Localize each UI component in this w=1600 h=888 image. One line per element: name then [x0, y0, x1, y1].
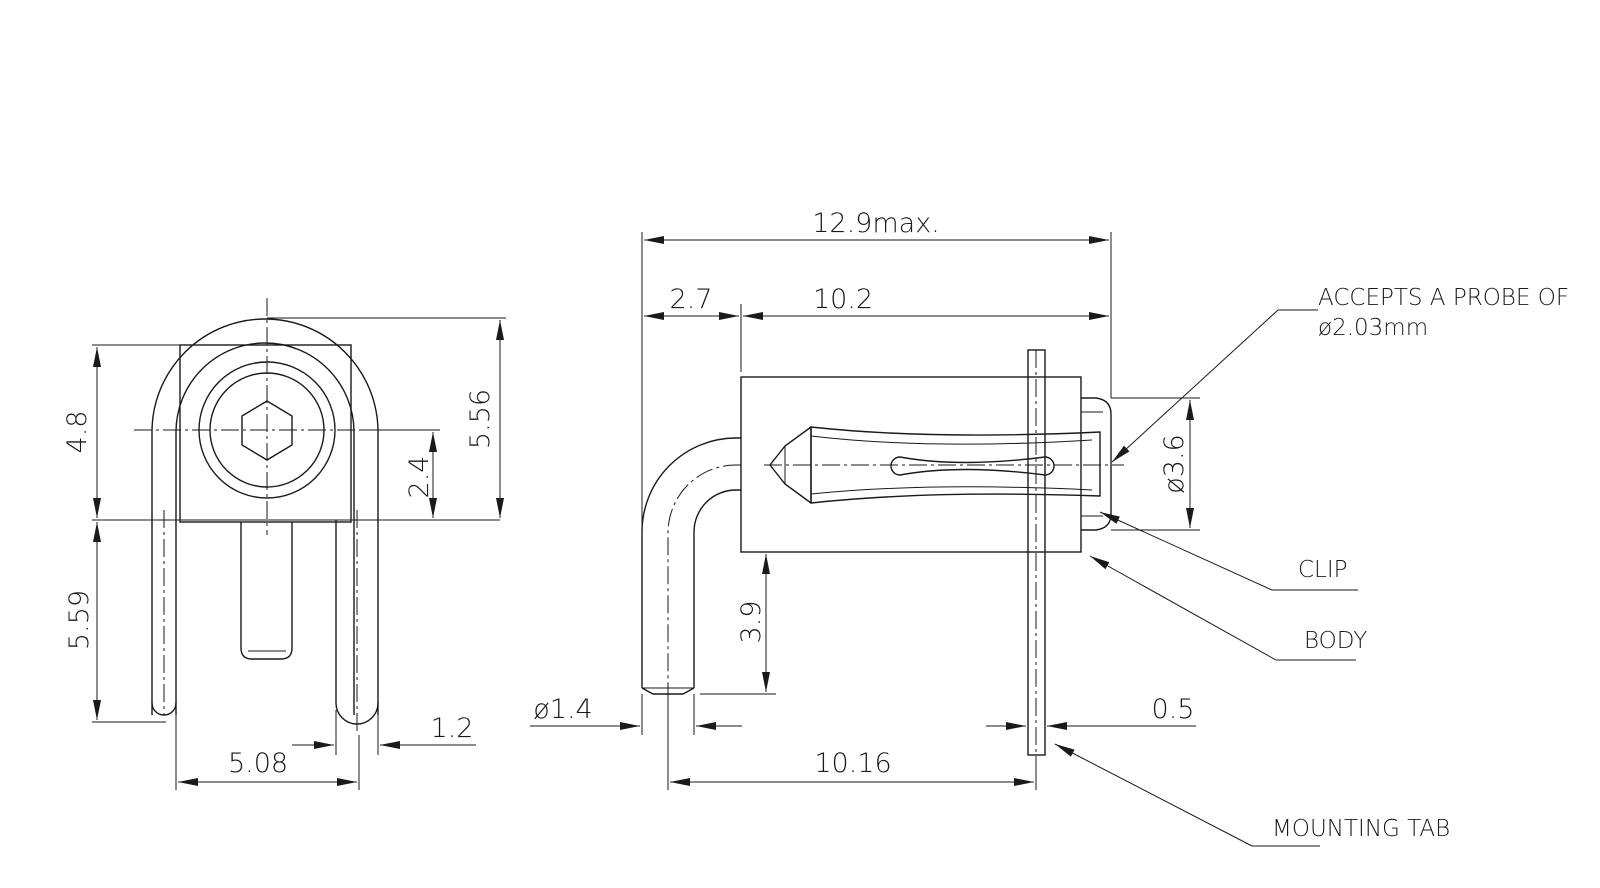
dim-dia-3-6: ø3.6	[1159, 434, 1190, 493]
dim-dia-1-4: ø1.4	[533, 694, 592, 725]
front-body	[179, 344, 352, 523]
front-pin-inner	[175, 342, 355, 715]
leader-labels: ACCEPTS A PROBE OF ø2.03mm CLIP BODY MOU…	[1054, 285, 1569, 847]
dim-5-59: 5.59	[64, 590, 95, 650]
dim-0-5: 0.5	[1152, 694, 1195, 725]
dim-12-9-max: 12.9max.	[812, 208, 940, 239]
dim-4-8: 4.8	[62, 411, 93, 454]
side-clip	[810, 426, 1101, 504]
side-pin-centerline	[667, 464, 741, 700]
dim-1-2: 1.2	[431, 713, 474, 744]
dim-2-4: 2.4	[404, 456, 435, 499]
front-center-pin	[240, 522, 293, 660]
front-view-dimensions: 4.8 5.56 2.4 5.59 5.08 1.2	[62, 317, 506, 790]
dim-10-2: 10.2	[813, 284, 873, 315]
side-pin-inner	[693, 489, 741, 688]
side-front-lip	[1081, 397, 1112, 531]
dim-10-16: 10.16	[814, 748, 891, 779]
side-clip-slot	[890, 456, 1055, 476]
label-probe-line2: ø2.03mm	[1318, 315, 1428, 341]
side-view-dimensions: 12.9max. 2.7 10.2 ø3.6 3.9 ø1.4 0.5 10.1…	[530, 208, 1200, 790]
dim-2-7: 2.7	[670, 284, 713, 315]
dim-5-56: 5.56	[465, 389, 496, 449]
dim-3-9: 3.9	[736, 601, 767, 644]
label-body: BODY	[1304, 628, 1367, 654]
front-pin-outer	[151, 318, 379, 715]
side-pin-outer	[641, 437, 741, 688]
dim-5-08: 5.08	[228, 748, 288, 779]
label-clip: CLIP	[1298, 557, 1348, 583]
front-view	[134, 298, 398, 735]
label-probe-line1: ACCEPTS A PROBE OF	[1318, 285, 1569, 311]
side-view	[641, 349, 1124, 760]
label-mounting-tab: MOUNTING TAB	[1272, 816, 1450, 842]
